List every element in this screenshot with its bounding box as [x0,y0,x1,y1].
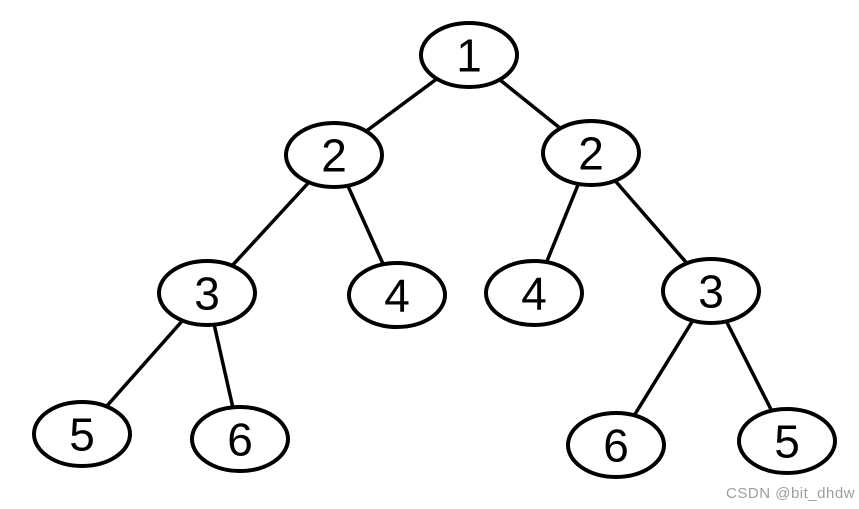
tree-node-left-4: 4 [347,261,447,329]
tree-edges [80,53,789,446]
tree-node-left-3: 3 [157,259,257,327]
tree-node-right-6: 6 [566,411,666,479]
tree-node-left-2: 2 [284,121,384,189]
tree-node-right-5: 5 [737,407,837,475]
node-ellipse [566,411,666,479]
node-label: 3 [698,266,724,318]
tree-node-right-4: 4 [484,259,584,327]
node-ellipse [347,261,447,329]
node-label: 1 [456,30,482,82]
tree-node-left-6: 6 [190,405,290,473]
node-ellipse [32,400,132,468]
tree-node-left-5: 5 [32,400,132,468]
node-label: 5 [69,409,95,461]
tree-nodes: 1 2 2 3 4 4 3 5 6 6 5 [32,21,837,479]
node-label: 6 [227,414,253,466]
node-label: 4 [521,268,547,320]
tree-node-right-2: 2 [541,119,641,187]
node-label: 3 [194,268,220,320]
node-ellipse [284,121,384,189]
tree-node-root: 1 [419,21,519,89]
node-label: 4 [384,270,410,322]
node-label: 2 [578,128,604,180]
node-ellipse [661,257,761,325]
node-ellipse [419,21,519,89]
node-label: 2 [321,130,347,182]
node-ellipse [157,259,257,327]
node-ellipse [190,405,290,473]
node-label: 6 [603,420,629,472]
node-ellipse [484,259,584,327]
node-label: 5 [774,416,800,468]
tree-node-right-3: 3 [661,257,761,325]
csdn-watermark: CSDN @bit_dhdw [726,485,855,502]
node-ellipse [737,407,837,475]
node-ellipse [541,119,641,187]
